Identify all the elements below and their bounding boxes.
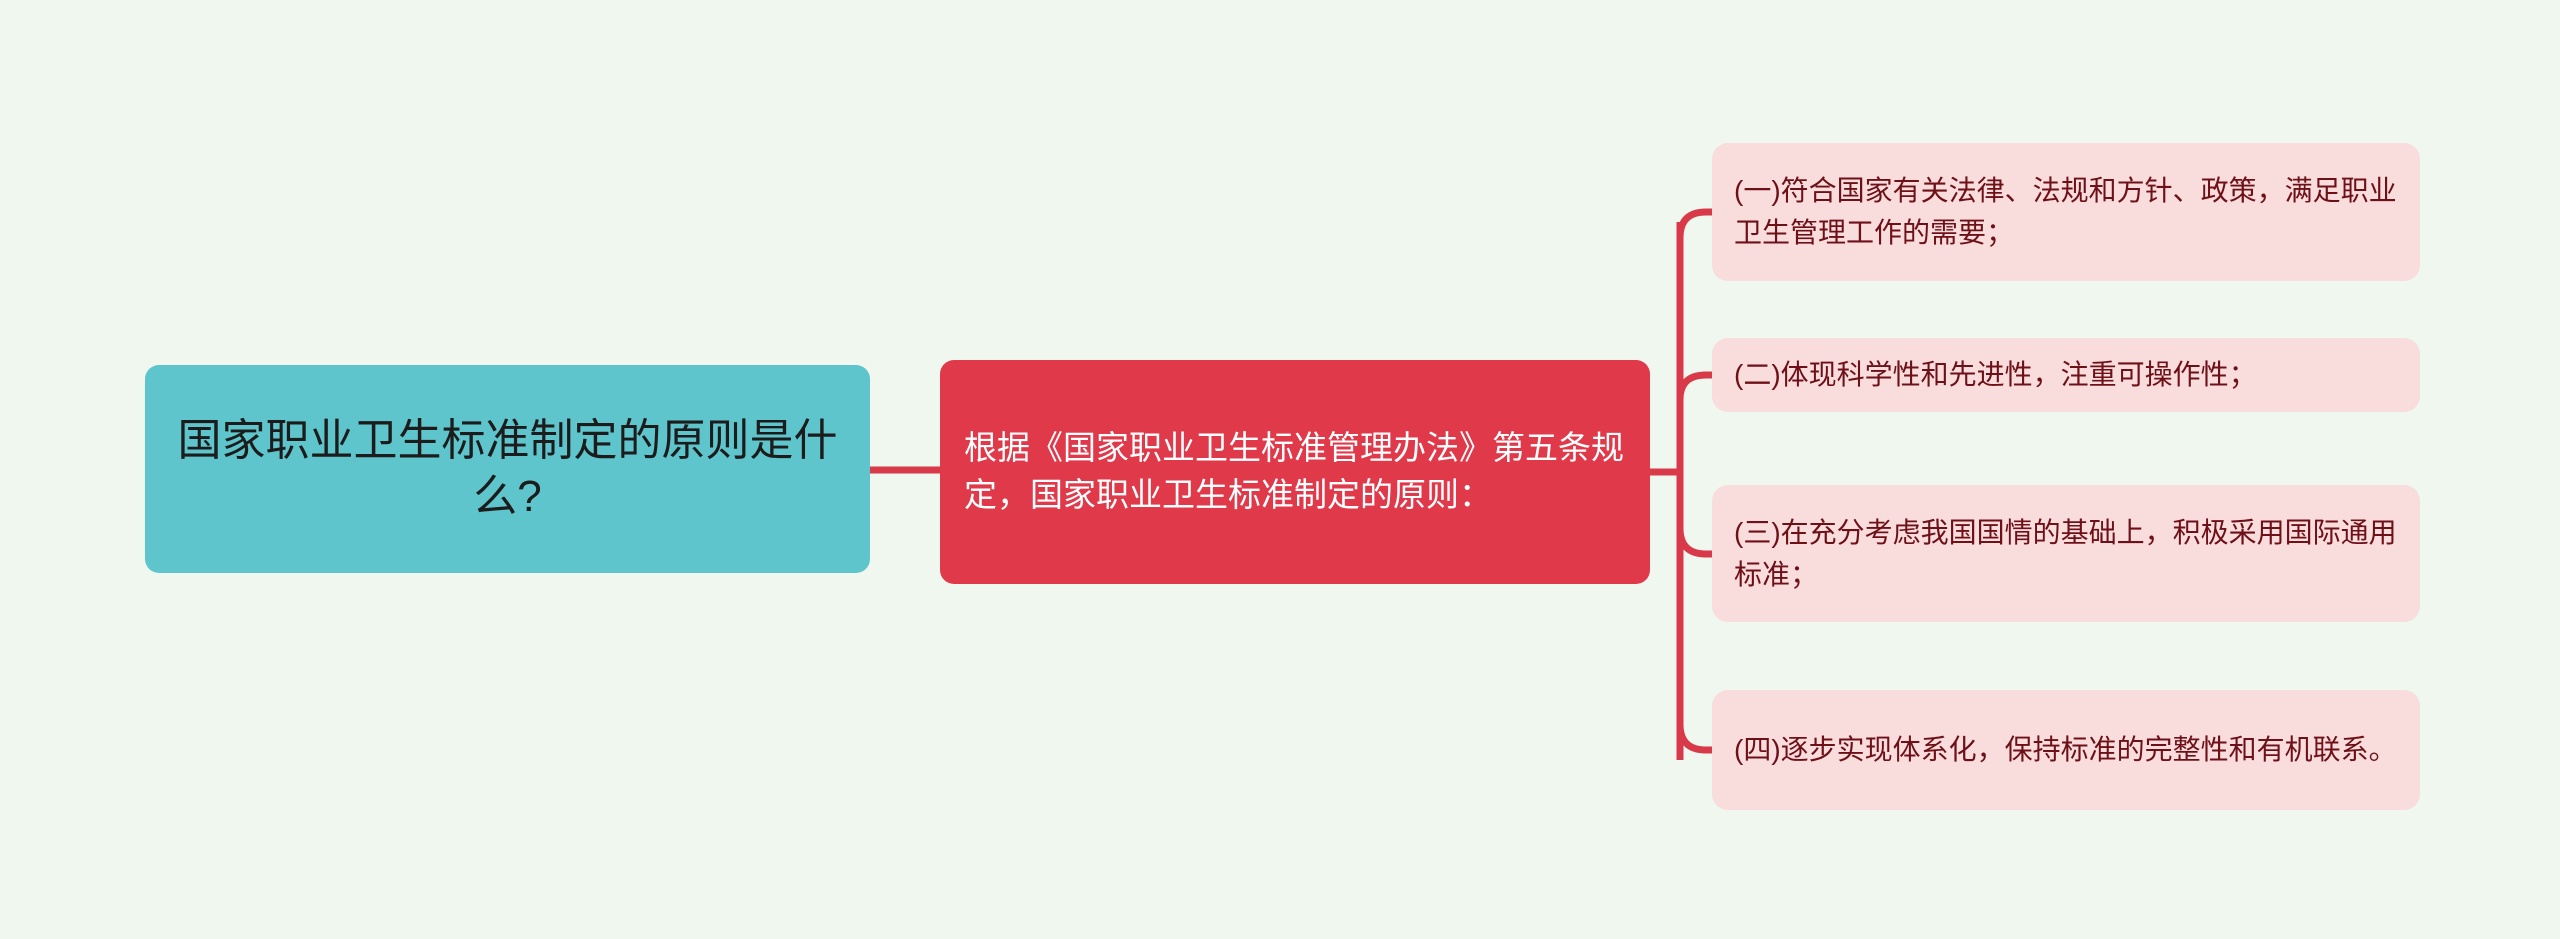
branch-node-label: 根据《国家职业卫生标准管理办法》第五条规定，国家职业卫生标准制定的原则： — [964, 429, 1624, 513]
leaf-node-2[interactable]: (二)体现科学性和先进性，注重可操作性； — [1712, 338, 2420, 412]
connector-trunk-to-leaf-3 — [1676, 524, 1720, 558]
connector-trunk-to-leaf-1 — [1676, 208, 1720, 242]
leaf-node-4-label: (四)逐步实现体系化，保持标准的完整性和有机联系。 — [1734, 734, 2397, 765]
leaf-node-1-label: (一)符合国家有关法律、法规和方针、政策，满足职业卫生管理工作的需要； — [1734, 175, 2397, 248]
branch-node[interactable]: 根据《国家职业卫生标准管理办法》第五条规定，国家职业卫生标准制定的原则： — [940, 360, 1650, 584]
leaf-node-3-label: (三)在充分考虑我国国情的基础上，积极采用国际通用标准； — [1734, 516, 2397, 590]
leaf-node-4[interactable]: (四)逐步实现体系化，保持标准的完整性和有机联系。 — [1712, 690, 2420, 810]
leaf-node-1[interactable]: (一)符合国家有关法律、法规和方针、政策，满足职业卫生管理工作的需要； — [1712, 143, 2420, 281]
root-node-label: 国家职业卫生标准制定的原则是什么? — [177, 415, 838, 521]
root-node[interactable]: 国家职业卫生标准制定的原则是什么? — [145, 365, 870, 573]
connector-trunk-to-leaf-4 — [1676, 720, 1720, 754]
connector-trunk-to-leaf-2 — [1676, 371, 1720, 404]
leaf-node-2-label: (二)体现科学性和先进性，注重可操作性； — [1734, 359, 2257, 390]
leaf-node-3[interactable]: (三)在充分考虑我国国情的基础上，积极采用国际通用标准； — [1712, 485, 2420, 622]
